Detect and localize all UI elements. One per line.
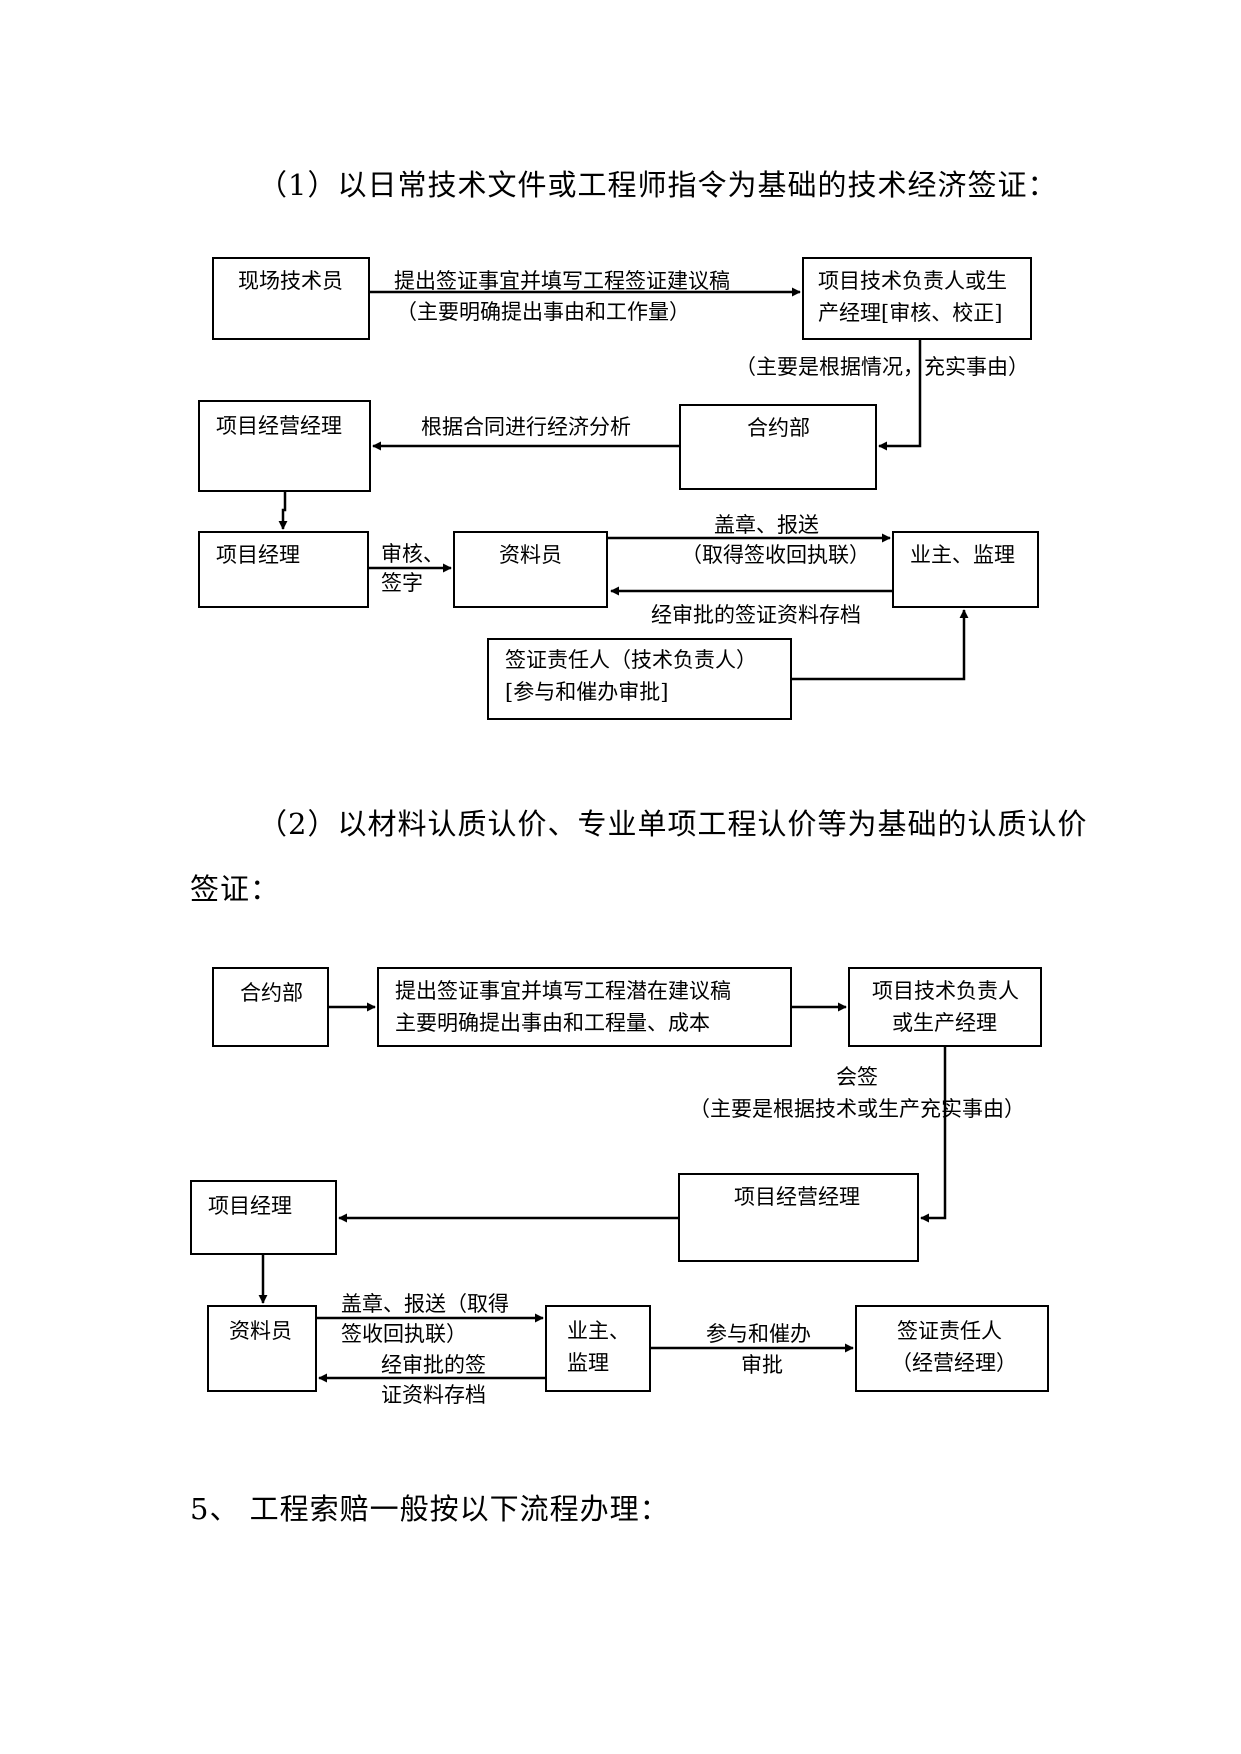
s1-label-receipt: （取得签收回执联）	[681, 543, 870, 567]
s1-label-submit-note: （主要明确提出事由和工作量）	[396, 300, 690, 324]
s1-arrow-resp-to-owner	[792, 609, 969, 681]
s2-box-draft: 提出签证事宜并填写工程潜在建议稿 主要明确提出事由和工程量、成本	[377, 967, 792, 1047]
s2-tech-lead-line2: 或生产经理	[892, 1011, 997, 1035]
s1-label-analysis: 根据合同进行经济分析	[421, 415, 631, 439]
s1-site-technician-label: 现场技术员	[238, 269, 343, 293]
section1-heading: （1）以日常技术文件或工程师指令为基础的技术经济签证：	[258, 168, 1058, 202]
s1-tech-lead-line1: 项目技术负责人或生	[818, 269, 1007, 293]
s2-label-stamp: 盖章、报送（取得	[341, 1292, 509, 1316]
s2-label-cosign-basis: （主要是根据技术或生产充实事由）	[689, 1097, 1025, 1121]
s2-owner-supervisor-line2: 监理	[567, 1351, 609, 1375]
s1-label-submit: 提出签证事宜并填写工程签证建议稿	[394, 269, 730, 293]
s2-box-owner-supervisor: 业主、 监理	[545, 1305, 651, 1392]
s1-box-responsible-person: 签证责任人（技术负责人） [参与和催办审批]	[487, 638, 792, 720]
s2-box-project-manager: 项目经理	[190, 1180, 337, 1255]
s1-project-manager-label: 项目经理	[216, 543, 300, 567]
s2-box-tech-lead: 项目技术负责人 或生产经理	[848, 967, 1042, 1047]
s2-label-archive-2: 证资料存档	[381, 1383, 486, 1407]
s1-box-site-technician: 现场技术员	[212, 257, 370, 340]
s1-box-business-manager: 项目经营经理	[198, 400, 371, 492]
s1-arrow-business-to-pm	[278, 492, 288, 530]
s1-responsible-person-line1: 签证责任人（技术负责人）	[505, 648, 757, 672]
s2-label-cosign: 会签	[836, 1065, 878, 1089]
s2-label-approve: 审批	[741, 1353, 783, 1377]
s2-arrow-lead-to-business	[920, 1047, 947, 1223]
s2-tech-lead-line1: 项目技术负责人	[872, 979, 1019, 1003]
s2-box-contract-dept: 合约部	[212, 967, 329, 1047]
s1-box-contract-dept: 合约部	[679, 404, 877, 490]
s1-document-clerk-label: 资料员	[499, 543, 562, 567]
s2-draft-line1: 提出签证事宜并填写工程潜在建议稿	[395, 979, 731, 1003]
section2-heading-line2: 签证：	[190, 872, 281, 906]
s1-label-archive: 经审批的签证资料存档	[651, 603, 861, 627]
s2-box-responsible-person: 签证责任人 （经营经理）	[855, 1305, 1049, 1392]
s1-arrow-lead-to-contract	[878, 340, 922, 451]
s1-tech-lead-line2: 产经理[审核、校正]	[818, 301, 1003, 325]
s1-owner-supervisor-label: 业主、监理	[910, 543, 1015, 567]
s1-responsible-person-line2: [参与和催办审批]	[505, 680, 669, 704]
s2-responsible-person-line1: 签证责任人	[897, 1319, 1002, 1343]
s1-box-tech-lead: 项目技术负责人或生 产经理[审核、校正]	[802, 257, 1032, 340]
s2-contract-dept-label: 合约部	[240, 981, 303, 1005]
s2-owner-supervisor-line1: 业主、	[567, 1319, 630, 1343]
s1-contract-dept-label: 合约部	[747, 416, 810, 440]
s1-label-basis: （主要是根据情况，充实事由）	[735, 355, 1029, 379]
s2-draft-line2: 主要明确提出事由和工程量、成本	[395, 1011, 710, 1035]
s1-business-manager-label: 项目经营经理	[216, 414, 342, 438]
section2-heading-line1: （2）以材料认质认价、专业单项工程认价等为基础的认质认价	[258, 807, 1088, 841]
s2-label-receipt: 签收回执联）	[341, 1322, 467, 1346]
section5-heading: 5、 工程索赔一般按以下流程办理：	[190, 1492, 670, 1526]
s2-business-manager-label: 项目经营经理	[734, 1185, 860, 1209]
s1-label-stamp: 盖章、报送	[714, 513, 819, 537]
s2-box-business-manager: 项目经营经理	[678, 1173, 919, 1262]
s2-document-clerk-label: 资料员	[229, 1319, 292, 1343]
s2-label-archive: 经审批的签	[381, 1353, 486, 1377]
s1-box-document-clerk: 资料员	[453, 531, 608, 608]
s1-label-sign: 签字	[381, 571, 423, 595]
s1-box-owner-supervisor: 业主、监理	[892, 531, 1039, 608]
s1-label-review: 审核、	[381, 542, 444, 566]
s2-label-urge: 参与和催办	[706, 1322, 811, 1346]
s1-box-project-manager: 项目经理	[198, 531, 369, 608]
s2-box-document-clerk: 资料员	[207, 1305, 317, 1392]
s2-responsible-person-line2: （经营经理）	[891, 1351, 1017, 1375]
s2-project-manager-label: 项目经理	[208, 1194, 292, 1218]
